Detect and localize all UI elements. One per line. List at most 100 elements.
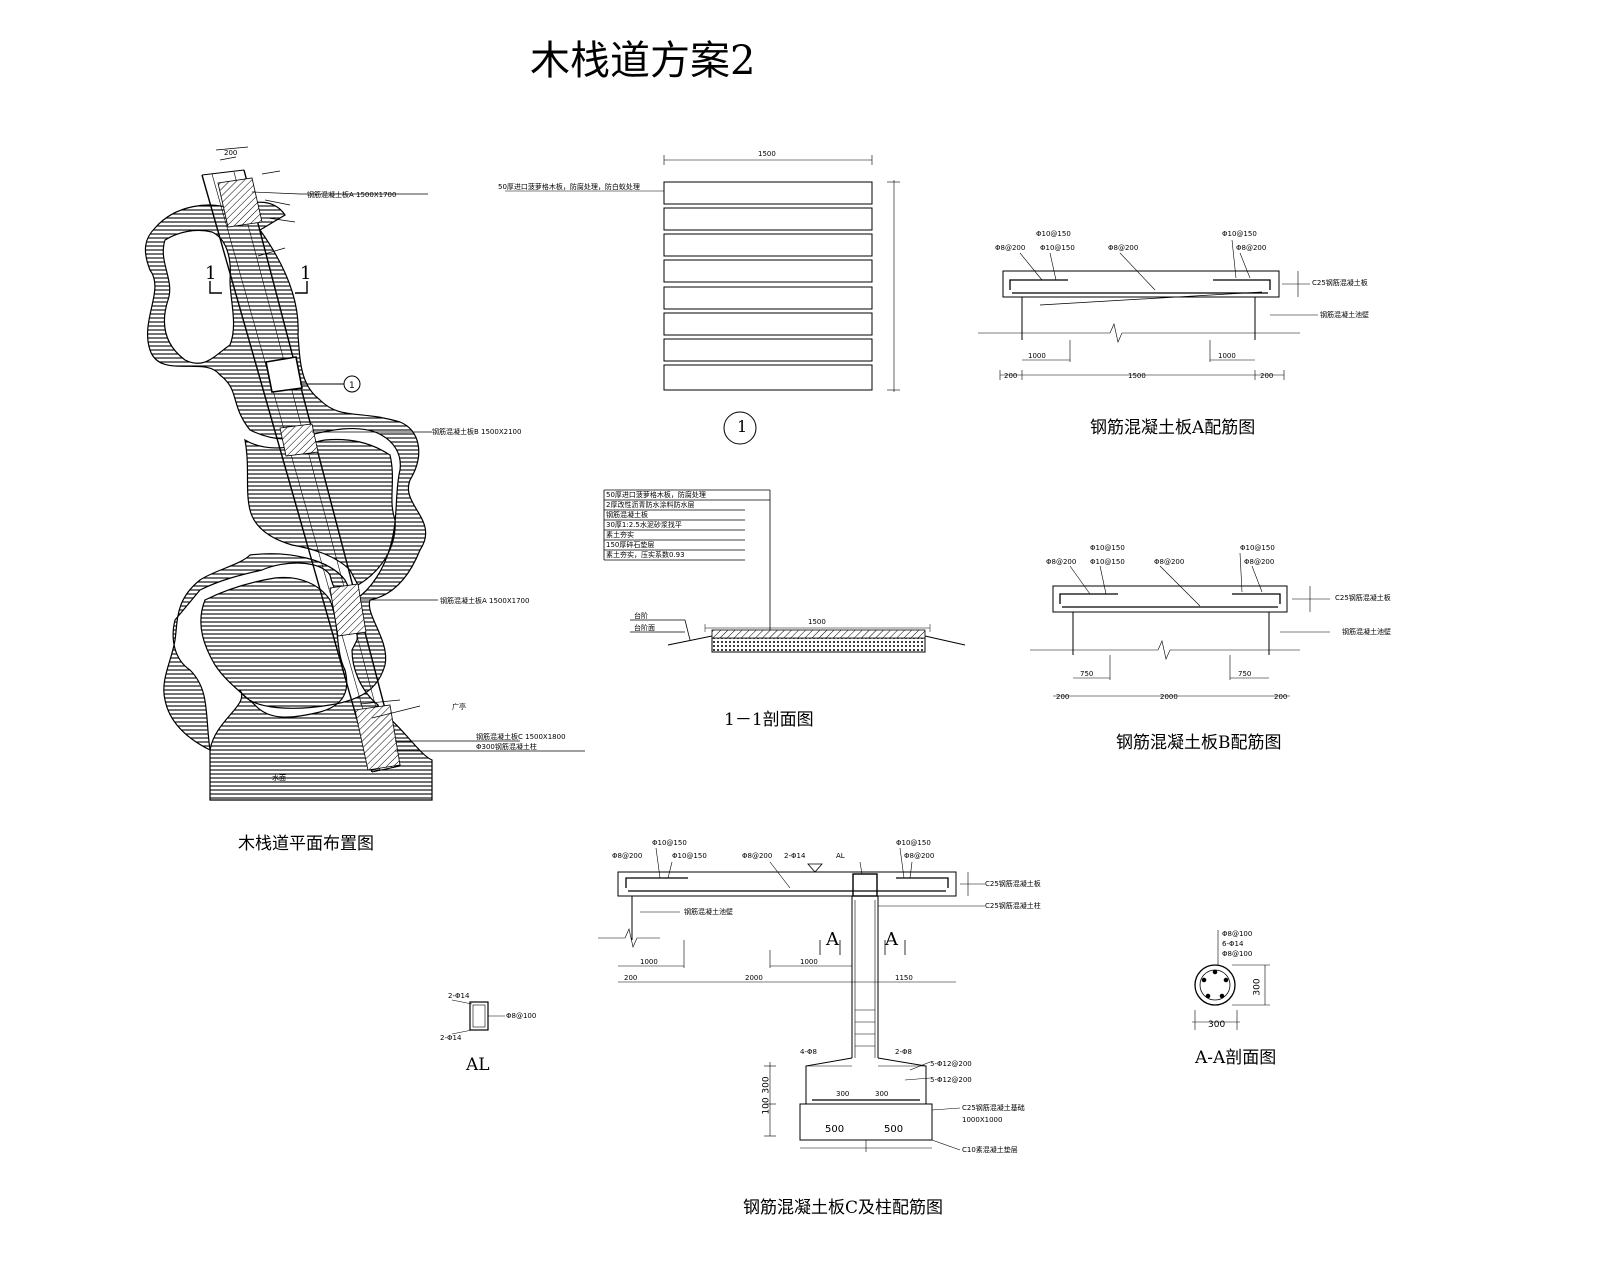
- slab-b-text: Φ8@200 Φ10@150 Φ10@150 Φ8@200 Φ10@150 Φ8…: [1046, 544, 1391, 701]
- svg-text:C25钢筋混凝土板: C25钢筋混凝土板: [1312, 278, 1368, 287]
- svg-text:200: 200: [224, 149, 237, 157]
- svg-text:C25钢筋混凝土板: C25钢筋混凝土板: [1335, 593, 1391, 602]
- plan-section-marks: [209, 281, 308, 294]
- svg-text:200: 200: [1260, 372, 1273, 380]
- svg-text:水面: 水面: [272, 773, 286, 782]
- aa-section: [1192, 930, 1270, 1030]
- svg-text:钢筋混凝土池壁: 钢筋混凝土池壁: [1342, 627, 1391, 636]
- svg-text:300: 300: [875, 1090, 888, 1098]
- svg-text:C25钢筋混凝土板: C25钢筋混凝土板: [985, 879, 1041, 888]
- svg-text:Φ8@200: Φ8@200: [742, 852, 772, 860]
- svg-text:Φ8@200: Φ8@200: [1046, 558, 1076, 566]
- slab-b-drawing: [1030, 552, 1330, 697]
- plan-caption: 木栈道平面布置图: [238, 834, 374, 854]
- slab-a-caption: 钢筋混凝土板A配筋图: [1090, 418, 1256, 438]
- svg-text:C25钢筋混凝土柱: C25钢筋混凝土柱: [985, 901, 1041, 910]
- svg-text:Φ8@200: Φ8@200: [1236, 244, 1266, 252]
- svg-text:1500: 1500: [808, 618, 826, 626]
- detail-bubble-label: 1: [737, 417, 748, 436]
- svg-text:150厚碎石垫层: 150厚碎石垫层: [606, 540, 654, 549]
- svg-text:300: 300: [836, 1090, 849, 1098]
- slab-a-drawing: [978, 239, 1318, 380]
- svg-text:广亭: 广亭: [452, 702, 466, 711]
- svg-text:5-Φ12@200: 5-Φ12@200: [930, 1060, 972, 1068]
- svg-text:Φ10@150: Φ10@150: [1090, 558, 1125, 566]
- svg-text:30厚1:2.5水泥砂浆找平: 30厚1:2.5水泥砂浆找平: [606, 520, 682, 529]
- svg-text:200: 200: [1274, 693, 1287, 701]
- svg-text:1500: 1500: [758, 150, 776, 158]
- section-gravel-layer: [711, 637, 926, 653]
- plan-boardwalk: [201, 169, 401, 773]
- svg-text:1000X1000: 1000X1000: [962, 1116, 1002, 1124]
- slab-a-text: Φ8@200 Φ10@150 Φ10@150 Φ8@200 Φ10@150 Φ8…: [995, 230, 1369, 380]
- al-detail: [451, 999, 505, 1035]
- cut-mark-a-left: A: [826, 929, 839, 950]
- plan-water-area: [144, 201, 433, 801]
- section-deck-layer: [711, 629, 926, 639]
- svg-text:2-Φ8: 2-Φ8: [895, 1048, 912, 1056]
- svg-text:Φ10@150: Φ10@150: [672, 852, 707, 860]
- svg-text:台阶: 台阶: [634, 611, 648, 620]
- svg-text:750: 750: [1080, 670, 1093, 678]
- svg-text:Φ8@100: Φ8@100: [1222, 930, 1252, 938]
- plan-small-text: 钢筋混凝土板A 1500X1700 钢筋混凝土板B 1500X2100 钢筋混凝…: [224, 149, 566, 782]
- slab-c-text: Φ10@150 Φ8@200 Φ10@150 Φ8@200 2-Φ14 AL Φ…: [612, 839, 1041, 1154]
- svg-text:Φ8@200: Φ8@200: [612, 852, 642, 860]
- svg-text:2000: 2000: [745, 974, 763, 982]
- svg-text:5-Φ12@200: 5-Φ12@200: [930, 1076, 972, 1084]
- svg-text:素土夯实，压实系数0.93: 素土夯实，压实系数0.93: [606, 550, 685, 559]
- footing-left-dim: 500: [825, 1124, 845, 1135]
- aa-text: Φ8@100 6-Φ14 Φ8@100: [1222, 930, 1252, 958]
- svg-text:200: 200: [1004, 372, 1017, 380]
- svg-text:1000: 1000: [1028, 352, 1046, 360]
- svg-text:钢筋混凝土板C 1500X1800: 钢筋混凝土板C 1500X1800: [476, 732, 566, 741]
- slab-b-caption: 钢筋混凝土板B配筋图: [1116, 733, 1282, 753]
- svg-text:2-Φ14: 2-Φ14: [448, 992, 470, 1000]
- svg-text:1500: 1500: [1128, 372, 1146, 380]
- svg-text:Φ10@150: Φ10@150: [1240, 544, 1275, 552]
- svg-text:750: 750: [1238, 670, 1251, 678]
- svg-text:钢筋混凝土板B 1500X2100: 钢筋混凝土板B 1500X2100: [432, 427, 521, 436]
- section-1-1: [603, 489, 966, 646]
- svg-text:1000: 1000: [800, 958, 818, 966]
- slab-c-drawing: [598, 847, 985, 1152]
- svg-text:Φ10@150: Φ10@150: [1040, 244, 1075, 252]
- section-mark-right: 1: [300, 263, 312, 284]
- al-text: 2-Φ14 Φ8@100 2-Φ14: [440, 992, 536, 1042]
- svg-text:Φ8@200: Φ8@200: [1244, 558, 1274, 566]
- svg-text:Φ300钢筋混凝土柱: Φ300钢筋混凝土柱: [476, 742, 537, 751]
- svg-text:2-Φ14: 2-Φ14: [440, 1034, 462, 1042]
- section-mark-left: 1: [205, 263, 217, 284]
- svg-text:钢筋混凝土板A 1500X1700: 钢筋混凝土板A 1500X1700: [307, 190, 396, 199]
- al-caption: AL: [466, 1055, 490, 1075]
- plan-annotations: [215, 146, 585, 752]
- svg-text:1: 1: [349, 381, 355, 391]
- footing-right-dim: 500: [884, 1124, 904, 1135]
- svg-text:台阶面: 台阶面: [634, 623, 655, 632]
- svg-text:Φ10@150: Φ10@150: [652, 839, 687, 847]
- svg-text:Φ8@100: Φ8@100: [1222, 950, 1252, 958]
- svg-text:Φ8@200: Φ8@200: [1108, 244, 1138, 252]
- aa-width-dim: 300: [1208, 1020, 1226, 1030]
- svg-text:6-Φ14: 6-Φ14: [1222, 940, 1244, 948]
- svg-text:钢筋混凝土池壁: 钢筋混凝土池壁: [1320, 310, 1369, 319]
- section-layer-text: 50厚进口菠萝格木板，防腐处理 2厚改性沥青防水涂料防水层 钢筋混凝土板 30厚…: [606, 490, 826, 632]
- svg-text:Φ8@100: Φ8@100: [506, 1012, 536, 1020]
- svg-text:钢筋混凝土池壁: 钢筋混凝土池壁: [684, 907, 733, 916]
- svg-text:2-Φ14: 2-Φ14: [784, 852, 806, 860]
- svg-text:Φ10@150: Φ10@150: [896, 839, 931, 847]
- svg-text:2000: 2000: [1160, 693, 1178, 701]
- svg-text:4-Φ8: 4-Φ8: [800, 1048, 817, 1056]
- svg-text:200: 200: [1056, 693, 1069, 701]
- svg-text:50厚进口菠萝格木板，防腐处理，防白蚁处理: 50厚进口菠萝格木板，防腐处理，防白蚁处理: [498, 182, 640, 191]
- svg-text:C25钢筋混凝土基础: C25钢筋混凝土基础: [962, 1103, 1025, 1112]
- svg-text:钢筋混凝土板: 钢筋混凝土板: [606, 510, 648, 519]
- svg-text:Φ10@150: Φ10@150: [1090, 544, 1125, 552]
- svg-text:2厚改性沥青防水涂料防水层: 2厚改性沥青防水涂料防水层: [606, 500, 694, 509]
- cut-mark-a-right: A: [885, 929, 898, 950]
- svg-text:1150: 1150: [895, 974, 913, 982]
- section-a-a-caption: A-A剖面图: [1195, 1048, 1277, 1068]
- svg-text:Φ8@200: Φ8@200: [1154, 558, 1184, 566]
- svg-text:Φ8@200: Φ8@200: [904, 852, 934, 860]
